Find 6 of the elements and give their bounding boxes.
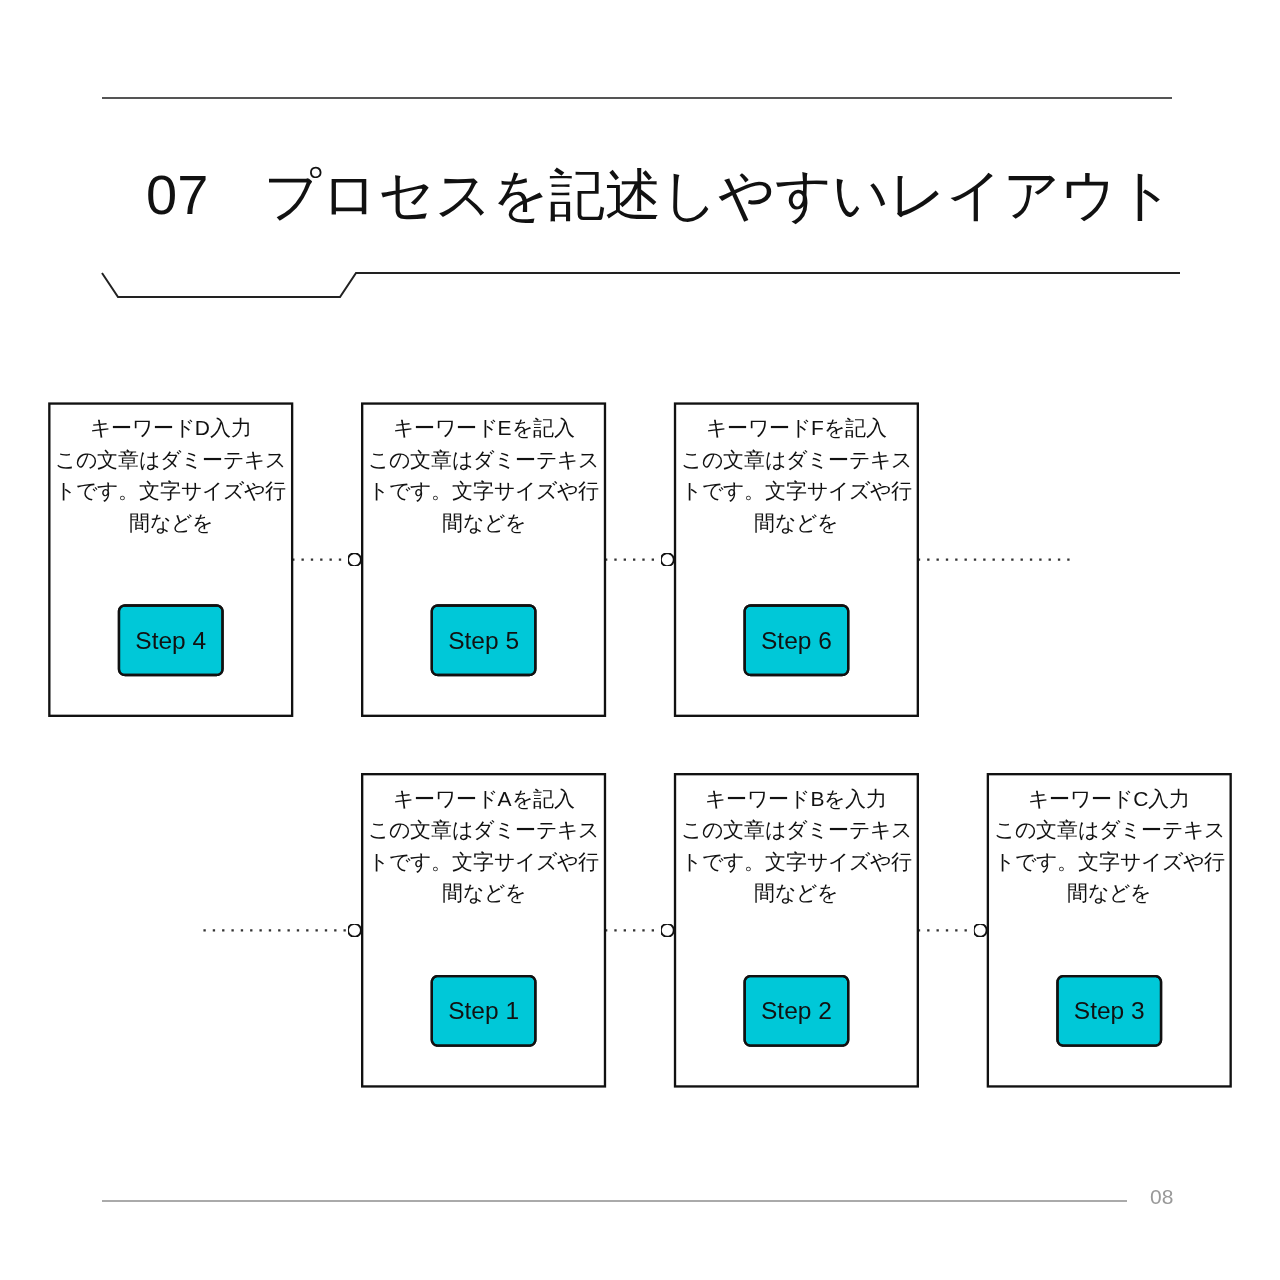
connector [605, 922, 675, 938]
connector [917, 922, 988, 938]
slide-title: 07 プロセスを記述しやすいレイアウト [146, 162, 1175, 228]
connector [605, 552, 675, 568]
connector [203, 922, 363, 938]
page-number: 08 [1150, 1184, 1174, 1210]
